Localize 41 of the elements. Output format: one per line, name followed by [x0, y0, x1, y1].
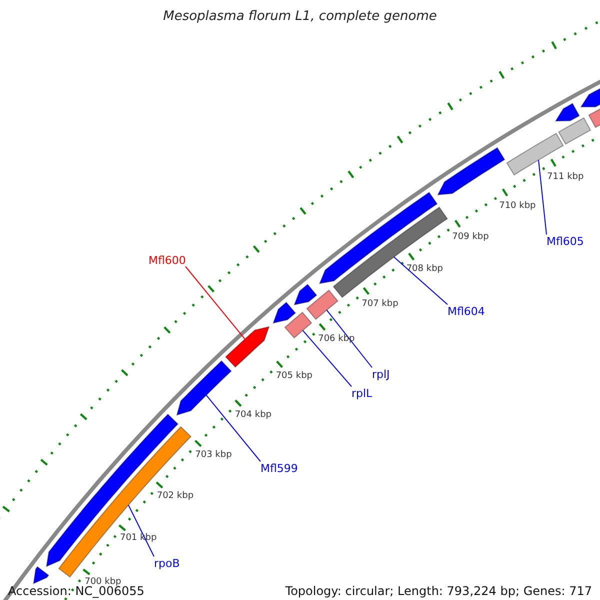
- gene-label: Mfl599: [260, 462, 298, 474]
- gene-label: rpoB: [154, 556, 180, 570]
- gene-label: rplL: [352, 386, 372, 400]
- gene-feature: [580, 86, 600, 108]
- scale-label: 700 kbp: [84, 576, 122, 587]
- scale-label: 702 kbp: [156, 490, 194, 501]
- scale-label: 709 kbp: [452, 232, 489, 242]
- scale-label: 707 kbp: [362, 298, 398, 309]
- gene-label: Mfl604: [448, 304, 485, 318]
- gene-feature: [225, 326, 270, 368]
- gene-label: rplJ: [372, 368, 390, 380]
- scale-label: 710 kbp: [499, 200, 536, 211]
- scale-label: 711 kbp: [547, 172, 584, 182]
- gene-feature: [46, 414, 179, 568]
- gene-feature: [272, 302, 296, 324]
- accession-text: Accession: NC_006055: [8, 584, 144, 598]
- leader-line: [302, 330, 352, 387]
- gene-feature: [306, 290, 338, 320]
- gene-feature: [558, 117, 592, 145]
- leader-line: [538, 160, 547, 235]
- gene-label: Mfl605: [546, 234, 584, 248]
- gene-feature: [284, 312, 312, 339]
- title: Mesoplasma florum L1, complete genome: [162, 9, 438, 24]
- gene-feature: [332, 206, 448, 298]
- gene-feature: [176, 360, 232, 416]
- scale-label: 703 kbp: [195, 450, 232, 460]
- scale-label: 705 kbp: [276, 371, 312, 382]
- gene-feature: [554, 102, 580, 122]
- gene-feature: [58, 426, 192, 578]
- leader-line: [206, 394, 261, 462]
- gene-feature: [437, 147, 506, 196]
- gene-label: Mfl600: [148, 254, 186, 266]
- leader-line: [128, 504, 154, 557]
- gene-feature: [294, 284, 318, 306]
- leader-line: [326, 310, 372, 368]
- leader-line: [393, 256, 448, 305]
- leader-line: [185, 266, 246, 340]
- scale-label: 704 kbp: [234, 410, 272, 420]
- genome-summary: Topology: circular; Length: 793,224 bp; Genes: 717: [285, 584, 592, 598]
- gene-feature: [32, 566, 50, 584]
- scale-label: 708 kbp: [406, 264, 444, 274]
